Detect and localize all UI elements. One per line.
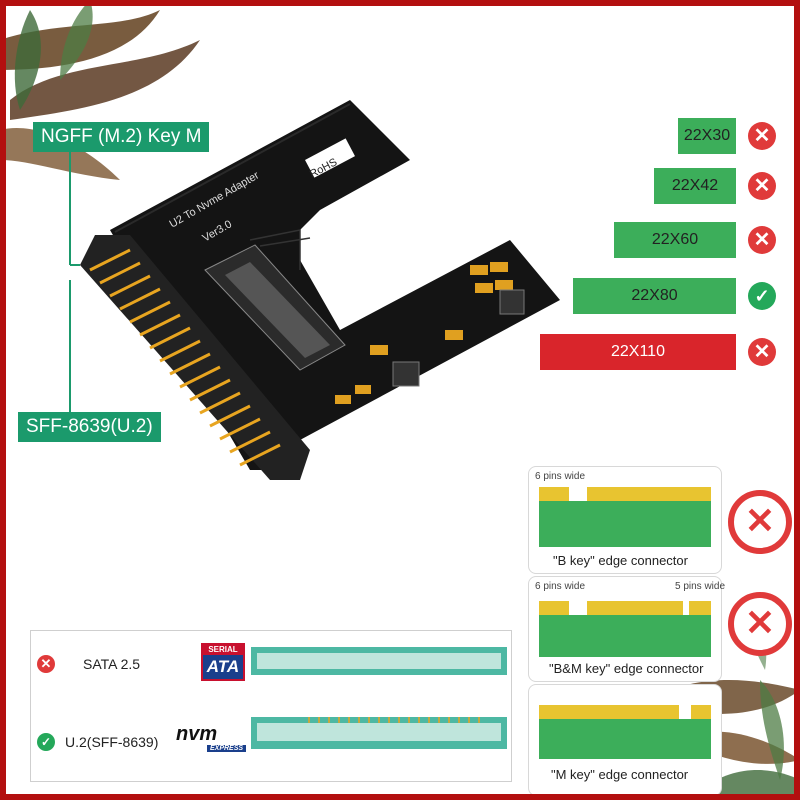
leaf-decoration-icon — [0, 0, 200, 180]
size-22x42: 22X42 — [654, 168, 736, 204]
sata-logo-main: ATA — [206, 657, 240, 676]
b-key-caption: "B key" edge connector — [553, 553, 688, 568]
size-22x80: 22X80 — [573, 278, 736, 314]
sata-label: SATA 2.5 — [83, 656, 141, 672]
b-key-panel: 6 pins wide "B key" edge connector — [528, 466, 722, 574]
x-mark-icon: ✕ — [728, 490, 792, 554]
pins-label: 6 pins wide — [535, 471, 586, 482]
bm-key-panel: 6 pins wide 5 pins wide "B&M key" edge c… — [528, 576, 726, 682]
check-mark-icon: ✓ — [748, 282, 776, 310]
nvme-logo-sub: EXPRESS — [207, 745, 247, 752]
size-22x30: 22X30 — [678, 118, 736, 154]
pins-label-right: 5 pins wide — [675, 581, 726, 592]
m-key-caption: "M key" edge connector — [551, 767, 689, 782]
ngff-callout: NGFF (M.2) Key M — [33, 122, 210, 152]
connector-comparison: ✕ SATA 2.5 SERIAL ATA ✓ U.2(SFF-8639) nv… — [30, 630, 512, 782]
size-22x60: 22X60 — [614, 222, 736, 258]
x-mark-icon: ✕ — [748, 172, 776, 200]
x-mark-icon: ✕ — [748, 338, 776, 366]
pcb-traces — [249, 229, 311, 270]
check-mark-icon: ✓ — [37, 733, 55, 751]
bm-key-caption: "B&M key" edge connector — [549, 661, 704, 676]
u2-connector — [80, 235, 310, 480]
m-key-panel: "M key" edge connector — [528, 684, 722, 796]
size-22x110: 22X110 — [540, 334, 736, 370]
m2-slot — [204, 244, 346, 371]
sata-logo: SERIAL ATA — [201, 643, 245, 681]
smd-components — [335, 262, 525, 404]
sff-callout: SFF-8639(U.2) — [18, 412, 161, 442]
pins-label: 6 pins wide — [535, 581, 586, 592]
x-mark-icon: ✕ — [728, 592, 792, 656]
nvme-logo: nvm — [176, 723, 218, 745]
x-mark-icon: ✕ — [748, 122, 776, 150]
u2-label: U.2(SFF-8639) — [65, 734, 159, 750]
sata-logo-top: SERIAL — [203, 645, 243, 655]
x-mark-icon: ✕ — [37, 655, 55, 673]
x-mark-icon: ✕ — [748, 226, 776, 254]
